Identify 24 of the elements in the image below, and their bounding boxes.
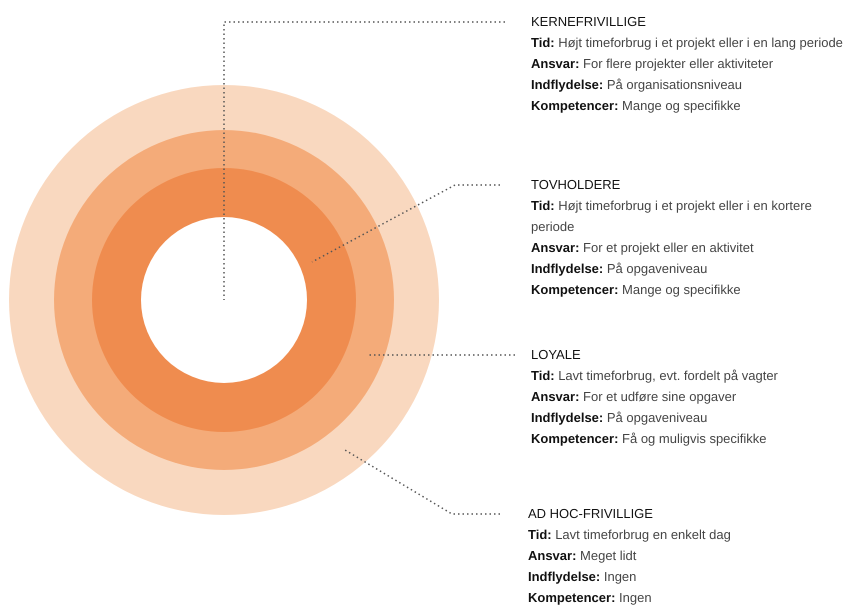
leader-line <box>367 354 515 356</box>
category-heading: TOVHOLDERE <box>531 176 622 194</box>
description-text: Kompetencer: Ingen <box>528 589 653 605</box>
leader-line <box>223 21 505 300</box>
description-text: Indflydelse: På opgaveniveau <box>531 409 708 427</box>
description-text: Indflydelse: På organisationsniveau <box>531 76 744 94</box>
description-text: Ansvar: Meget lidt <box>528 547 638 565</box>
category-heading: KERNEFRIVILLIGE <box>531 13 647 31</box>
description-text: Ansvar: For flere projekter eller aktiviteter <box>531 55 774 73</box>
category-heading: AD HOC-FRIVILLIGE <box>528 505 654 523</box>
description-text: Indflydelse: På opgaveniveau <box>531 260 708 278</box>
description-text: Indflydelse: Ingen <box>528 568 638 586</box>
description-text: Ansvar: For et projekt eller en aktivitet <box>531 239 755 257</box>
description-text: Kompetencer: Få og muligvis specifikke <box>531 430 768 448</box>
description-text: Tid: Lavt timeforbrug, evt. fordelt på vagter <box>531 367 779 385</box>
description-text: Tid: Lavt timeforbrug en enkelt dag <box>528 526 732 544</box>
category-heading: LOYALE <box>531 346 582 364</box>
description-text: Kompetencer: Mange og specifikke <box>531 97 742 115</box>
description-text: Kompetencer: Mange og specifikke <box>531 281 742 299</box>
description-text: Tid: Højt timeforbrug i et projekt eller i en kortere periode <box>531 197 813 236</box>
description-text: Ansvar: For et udføre sine opgaver <box>531 388 738 406</box>
leader-line <box>312 184 500 263</box>
description-text: Tid: Højt timeforbrug i et projekt eller i en lang periode <box>531 34 843 52</box>
leader-line <box>344 449 500 515</box>
